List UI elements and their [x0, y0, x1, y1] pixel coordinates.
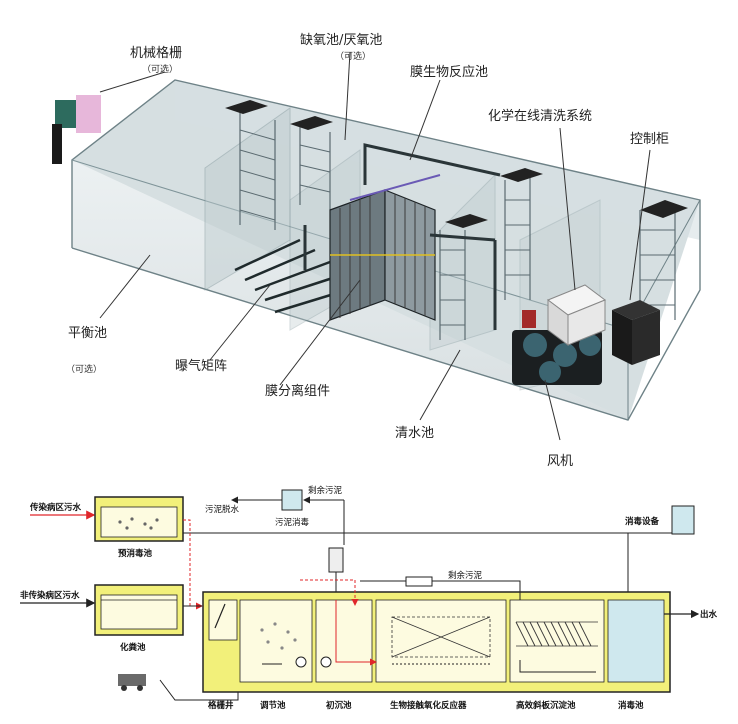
bio-media-frame: [391, 616, 491, 658]
settler-sludge-line: [519, 660, 596, 673]
leader-lines: [99, 51, 651, 441]
manhole-cover: [290, 116, 333, 130]
label-noninfected-inlet: 非传染病区污水: [20, 590, 80, 601]
manhole-cover: [225, 100, 268, 114]
label-regulating-tank: 调节池: [260, 700, 286, 711]
cip-system: [546, 284, 607, 346]
bar-screen-frame: [52, 124, 62, 164]
label-settler: 高效斜板沉淀池: [516, 700, 576, 711]
disinfection-tank: [607, 599, 665, 683]
blowers: [512, 310, 602, 385]
label-balance-tank: 平衡池: [68, 326, 107, 341]
control-cabinet: [612, 300, 660, 365]
label-mbr-tank: 膜生物反应池: [410, 64, 488, 80]
label-anoxic-tank: 缺氧池/厌氧池: [300, 33, 382, 48]
label-pre-disinfect: 预消毒池: [118, 548, 153, 559]
sludge-pump: [405, 576, 433, 587]
label-infected-inlet: 传染病区污水: [29, 502, 82, 513]
label-bio-reactor: 生物接触氧化反应器: [390, 700, 467, 711]
label-blower: 风机: [547, 454, 573, 469]
membrane-modules: [329, 189, 436, 321]
label-disinfect-equipment: 消毒设备: [625, 516, 660, 527]
bubbles: [118, 517, 159, 530]
regulating-bubbles: [260, 622, 297, 650]
label-sludge-disinfect: 污泥消毒: [275, 517, 310, 528]
inclined-plate-settler: [509, 599, 605, 683]
label-septic-tank: 化粪池: [120, 642, 146, 653]
pipe-blue: [349, 174, 441, 201]
manhole-cover: [640, 200, 688, 218]
label-sludge-dewater: 污泥脱水: [205, 504, 240, 515]
pump-icon: [295, 656, 307, 668]
excess-sludge-line-2: [432, 580, 521, 600]
partition-wall: [204, 107, 291, 291]
bio-media-cross: [391, 616, 491, 658]
sludge-truck-icon: [118, 674, 146, 691]
bio-contact-reactor: [375, 599, 507, 683]
label-cip-system: 化学在线清洗系统: [488, 108, 592, 124]
primary-settling-tank: [315, 599, 373, 683]
septic-inner: [100, 594, 178, 630]
pump-icon: [320, 656, 332, 668]
pipes: [303, 143, 501, 330]
sludge-box: [281, 489, 303, 511]
red-flow-link: [183, 519, 203, 610]
label-aeration-matrix: 曝气矩阵: [175, 358, 227, 374]
regulating-tank: [239, 599, 313, 683]
flow-diagram: 传染病区污水 预消毒池 污泥脱水 污泥消毒 剩余污泥 消毒设备 非传染病区污水: [20, 485, 718, 711]
label-membrane-module: 膜分离组件: [265, 383, 330, 399]
label-control-cabinet: 控制柜: [630, 132, 669, 147]
label-bar-screen: 机械格栅: [130, 45, 182, 61]
label-excess-sludge-2: 剩余污泥: [448, 570, 483, 581]
manhole-cover: [445, 214, 488, 228]
label-bar-screen-optional: （可选）: [142, 63, 178, 75]
bottom-sludge-line: [159, 679, 239, 701]
red-return-line: [335, 600, 377, 666]
label-anoxic-optional: （可选）: [335, 50, 371, 62]
red-dashed-link: [300, 579, 359, 606]
label-outlet: 出水: [700, 609, 718, 620]
bar-screen-box: [76, 95, 101, 133]
label-primary-tank: 初沉池: [326, 700, 352, 711]
pre-disinfect-inner: [100, 506, 178, 538]
label-clear-water-tank: 清水池: [395, 426, 434, 441]
label-grid-well: 格栅井: [208, 700, 234, 711]
manhole-cover: [500, 168, 543, 182]
inclined-plates: [515, 621, 592, 647]
tank-3d-illustration: 机械格栅 （可选） 缺氧池/厌氧池 （可选） 膜生物反应池 化学在线清洗系统 控…: [52, 33, 701, 469]
ladders: [239, 110, 676, 340]
label-excess-sludge-1: 剩余污泥: [308, 485, 343, 496]
dosing-device: [328, 547, 344, 573]
label-disinfect-tank: 消毒池: [618, 700, 644, 711]
grid-well: [208, 599, 238, 641]
label-balance-optional: （可选）: [66, 363, 102, 375]
disinfect-equipment-box: [671, 505, 695, 535]
grid-bars: [214, 603, 226, 629]
